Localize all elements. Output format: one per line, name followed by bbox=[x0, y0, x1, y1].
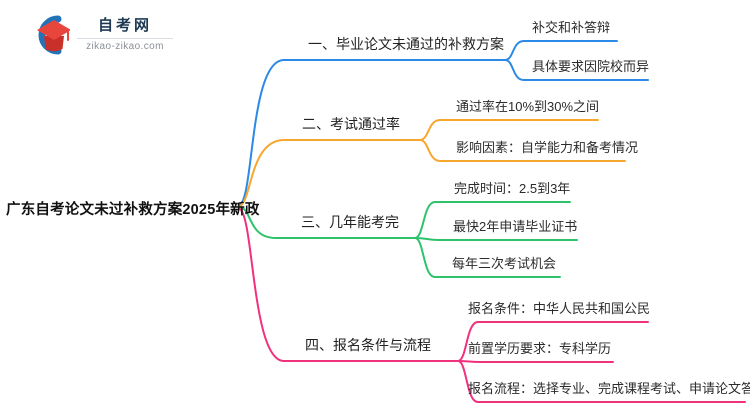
child-node: 具体要求因院校而异 bbox=[532, 59, 650, 74]
logo-divider bbox=[77, 37, 173, 39]
child-node: 最快2年申请毕业证书 bbox=[453, 219, 578, 234]
logo-title: 自考网 bbox=[97, 16, 152, 34]
child-node: 前置学历要求：专科学历 bbox=[468, 341, 612, 356]
child-node: 每年三次考试机会 bbox=[452, 256, 557, 271]
child-node: 报名流程：选择专业、完成课程考试、申请论文答辩 bbox=[468, 381, 750, 396]
branch-node: 三、几年能考完 bbox=[301, 214, 399, 230]
graduation-cap-icon bbox=[37, 15, 70, 55]
logo-domain: zikao-zikao.com bbox=[86, 40, 164, 52]
branch-node: 一、毕业论文未通过的补救方案 bbox=[308, 36, 504, 52]
root-node: 广东自考论文未过补救方案2025年新政 bbox=[6, 202, 260, 218]
branch-node: 四、报名条件与流程 bbox=[305, 337, 431, 353]
child-node: 完成时间：2.5到3年 bbox=[454, 181, 571, 196]
branch-node: 二、考试通过率 bbox=[302, 116, 400, 132]
child-node: 通过率在10%到30%之间 bbox=[456, 99, 600, 114]
child-node: 报名条件：中华人民共和国公民 bbox=[468, 301, 651, 316]
site-logo[interactable]: 自考网 zikao-zikao.com bbox=[28, 11, 173, 57]
child-node: 补交和补答辩 bbox=[532, 20, 611, 35]
child-node: 影响因素：自学能力和备考情况 bbox=[456, 140, 639, 155]
